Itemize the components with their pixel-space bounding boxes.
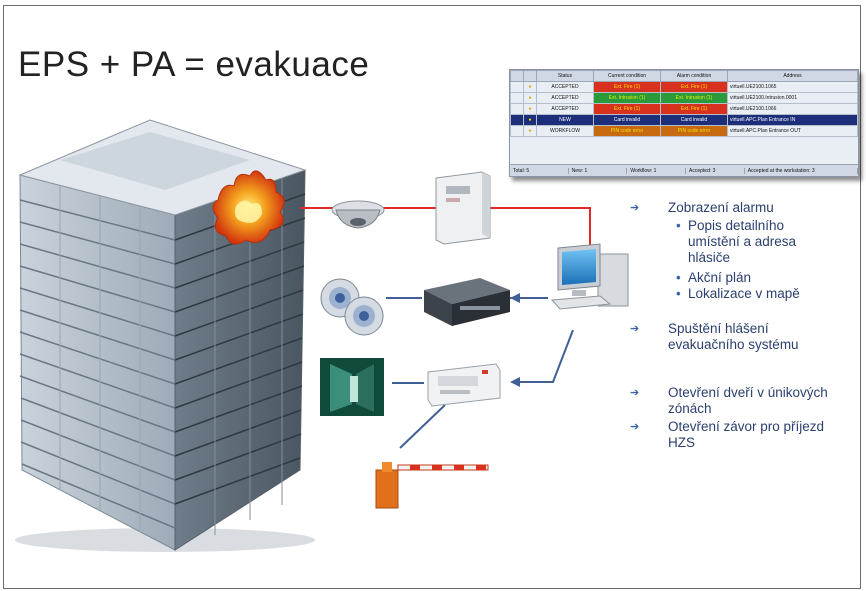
row-status: WORKFLOW <box>536 125 594 137</box>
row-status-icon: ● <box>523 81 537 93</box>
row-status-icon: ● <box>523 125 537 137</box>
bullet-text: Otevření závor pro příjezd HZS <box>668 419 824 451</box>
row-current: Card invalid <box>593 114 661 126</box>
row-status-icon: ● <box>523 103 537 115</box>
row-status: ACCEPTED <box>536 81 594 93</box>
row-current: PIN code error <box>593 125 661 137</box>
amplifier-icon <box>424 278 510 326</box>
row-address: virtuell.UE2100.1066 <box>727 103 858 115</box>
door-corridor-icon <box>320 358 384 416</box>
building-icon <box>15 119 315 552</box>
footer-total: Total: 5 <box>510 167 569 174</box>
dot-bullet-icon: • <box>676 270 681 285</box>
row-status: ACCEPTED <box>536 92 594 104</box>
row-status-icon: ● <box>523 114 537 126</box>
arrow-bullet-icon: ➔ <box>630 387 640 399</box>
sub-bullet-item: • Lokalizace v mapě <box>676 286 800 302</box>
row-num <box>510 81 524 93</box>
bullet-item: ➔ Zobrazení alarmu <box>630 200 774 216</box>
table-row[interactable]: ● ACCEPTED Ext. Fire (1) Ext. Fire (1) v… <box>510 81 858 93</box>
footer-accepted-workstation: Accepted at the workstation: 3 <box>745 167 858 174</box>
table-header: Status <box>536 70 594 82</box>
bullet-text: Spuštění hlášení evakuačního systému <box>668 321 799 353</box>
table-header <box>510 70 524 82</box>
access-controller-icon <box>427 363 501 407</box>
sub-bullet-item: • Akční plán <box>676 270 751 286</box>
row-address: virtuell.APC.Plan Entrance IN <box>727 114 858 126</box>
sub-bullet-text: Akční plán <box>688 270 752 285</box>
footer-accepted: Accepted: 3 <box>686 167 745 174</box>
barrier-gate-icon <box>375 462 489 509</box>
alarm-table: Status Current condition Alarm condition… <box>509 69 859 177</box>
table-row[interactable]: ● ACCEPTED Ext. Fire (1) Ext. Fire (1) v… <box>510 103 858 115</box>
footer-new: New: 1 <box>569 167 628 174</box>
dot-bullet-icon: • <box>676 218 681 233</box>
row-status: ACCEPTED <box>536 103 594 115</box>
row-current: Ext. Intrusion (1) <box>593 92 661 104</box>
table-row[interactable]: ● ACCEPTED Ext. Intrusion (1) Ext. Intru… <box>510 92 858 104</box>
bullet-line: Otevření dveří v únikových <box>668 385 828 400</box>
row-num <box>510 92 524 104</box>
bullet-item: ➔ Spuštění hlášení evakuačního systému <box>630 321 799 353</box>
bullet-item: ➔ Otevření dveří v únikových zónách <box>630 385 828 417</box>
fire-control-panel-icon <box>435 171 491 245</box>
row-current: Ext. Fire (1) <box>593 81 661 93</box>
row-status: NEW <box>536 114 594 126</box>
computer-workstation-icon <box>550 243 629 310</box>
sub-bullet-item: • Popis detailního umístění a adresa hlá… <box>676 218 796 266</box>
row-alarm: Ext. Fire (1) <box>660 103 728 115</box>
bullet-line: Spuštění hlášení <box>668 321 769 336</box>
sub-bullet-text: Lokalizace v mapě <box>688 286 800 301</box>
row-num <box>510 125 524 137</box>
dot-bullet-icon: • <box>676 286 681 301</box>
arrow-bullet-icon: ➔ <box>630 421 640 433</box>
bullet-line: HZS <box>668 435 695 450</box>
row-alarm: Card invalid <box>660 114 728 126</box>
bullet-line: zónách <box>668 401 712 416</box>
bullet-text: Otevření dveří v únikových zónách <box>668 385 828 417</box>
sub-bullet-text: Popis detailního umístění a adresa hlási… <box>688 218 796 266</box>
row-address: virtuell.UE2100.1065 <box>727 81 858 93</box>
row-alarm: Ext. Intrusion (1) <box>660 92 728 104</box>
row-alarm: Ext. Fire (1) <box>660 81 728 93</box>
table-footer: Total: 5 New: 1 Workflow: 1 Accepted: 3 … <box>510 164 858 176</box>
table-row[interactable]: ● WORKFLOW PIN code error PIN code error… <box>510 125 858 137</box>
bullet-text: Zobrazení alarmu <box>668 200 774 215</box>
row-current: Ext. Fire (1) <box>593 103 661 115</box>
row-alarm: PIN code error <box>660 125 728 137</box>
row-address: virtuell.UE2100.Intrusion.0001 <box>727 92 858 104</box>
bullet-line: Otevření závor pro příjezd <box>668 419 825 434</box>
table-header: Current condition <box>593 70 661 82</box>
bullet-item: ➔ Otevření závor pro příjezd HZS <box>630 419 824 451</box>
speaker-icon <box>320 278 384 336</box>
smoke-detector-icon <box>331 200 385 229</box>
table-header <box>523 70 537 82</box>
footer-workflow: Workflow: 1 <box>627 167 687 174</box>
table-header: Address <box>727 70 858 82</box>
slide-title: EPS + PA = evakuace <box>18 45 370 84</box>
sub-bullet-line: hlásiče <box>688 250 731 265</box>
row-num <box>510 103 524 115</box>
bullet-line: evakuačního systému <box>668 337 799 352</box>
arrow-bullet-icon: ➔ <box>630 202 640 214</box>
table-header: Alarm condition <box>660 70 728 82</box>
row-address: virtuell.APC.Plan Entrance OUT <box>727 125 858 137</box>
row-num <box>510 114 524 126</box>
sub-bullet-line: Popis detailního <box>688 218 785 233</box>
sub-bullet-line: umístění a adresa <box>688 234 797 249</box>
table-row-selected[interactable]: ● NEW Card invalid Card invalid virtuell… <box>510 114 858 126</box>
arrow-bullet-icon: ➔ <box>630 323 640 335</box>
data-lines <box>386 297 574 449</box>
fire-icon <box>212 170 285 245</box>
row-status-icon: ● <box>523 92 537 104</box>
